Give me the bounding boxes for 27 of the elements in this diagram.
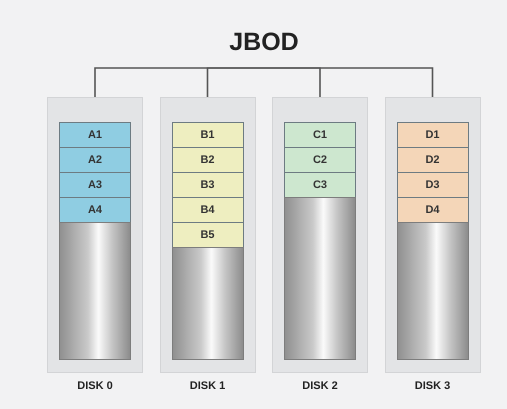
data-block: B4 bbox=[172, 197, 244, 223]
disk-label: DISK 2 bbox=[301, 380, 339, 392]
data-block: D1 bbox=[396, 122, 468, 148]
data-block: C1 bbox=[284, 122, 356, 148]
data-block: A3 bbox=[59, 172, 131, 198]
data-block: B2 bbox=[172, 147, 244, 173]
data-block: C3 bbox=[284, 172, 356, 198]
data-block: D2 bbox=[396, 147, 468, 173]
data-block: B5 bbox=[172, 222, 244, 248]
connector-line bbox=[264, 67, 434, 97]
free-space-cylinder bbox=[284, 197, 356, 360]
connector-line bbox=[206, 67, 264, 97]
data-block: A2 bbox=[59, 147, 131, 173]
data-block: D3 bbox=[396, 172, 468, 198]
title: JBOD bbox=[204, 28, 324, 68]
data-block: B3 bbox=[172, 172, 244, 198]
disk-label: DISK 3 bbox=[414, 380, 452, 392]
data-block: D4 bbox=[396, 197, 468, 223]
data-block: A4 bbox=[59, 197, 131, 223]
disk-label: DISK 1 bbox=[188, 380, 226, 392]
disk-label: DISK 0 bbox=[76, 380, 114, 392]
data-block: B1 bbox=[172, 122, 244, 148]
free-space-cylinder bbox=[172, 247, 244, 360]
data-block: A1 bbox=[59, 122, 131, 148]
data-block: C2 bbox=[284, 147, 356, 173]
free-space-cylinder bbox=[396, 222, 468, 360]
free-space-cylinder bbox=[59, 222, 131, 360]
